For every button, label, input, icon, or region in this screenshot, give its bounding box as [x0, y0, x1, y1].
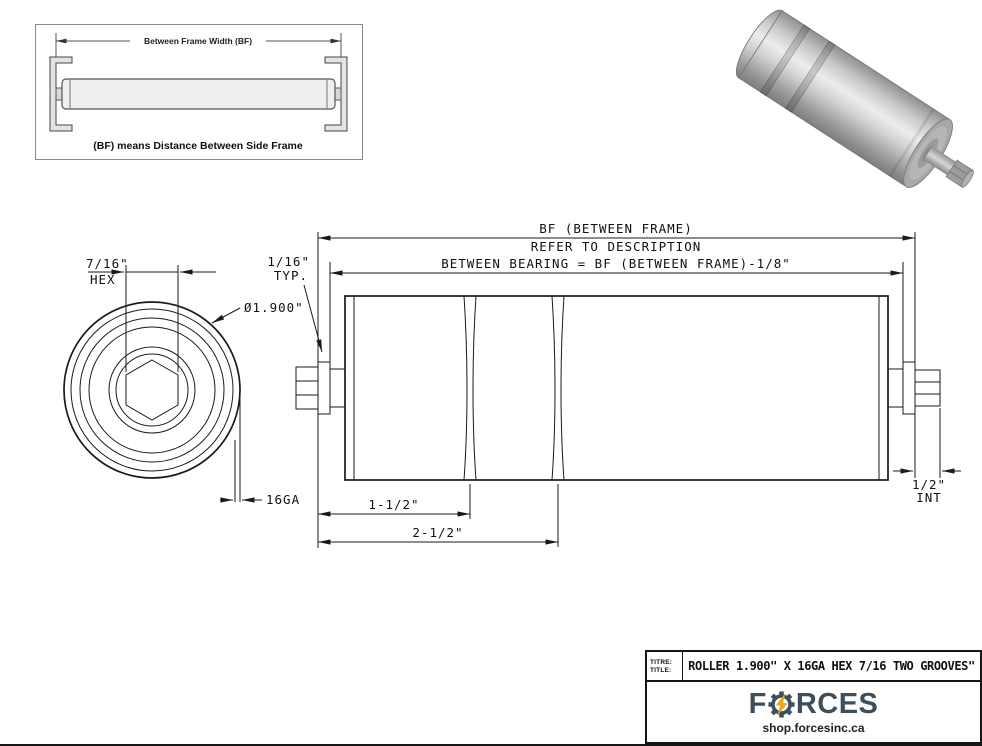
groove-2 [551, 295, 565, 481]
drawing-title: ROLLER 1.900" X 16GA HEX 7/16 TWO GROOVE… [688, 659, 975, 673]
brand-prefix: F [748, 687, 767, 720]
diameter-label: Ø1.900" [244, 300, 304, 315]
right-shaft [887, 361, 941, 415]
int-dimension: 1/2" INT [893, 408, 961, 505]
bf-legend-inset: Between Frame Width (BF) (BF) means Dist… [35, 24, 363, 160]
bf-dimension-inset: Between Frame Width (BF) [55, 33, 342, 57]
gear-ring [770, 693, 792, 715]
title-block: TITRE: TITLE: ROLLER 1.900" X 16GA HEX 7… [645, 650, 982, 744]
int-size-label: 1/2" [912, 477, 946, 492]
side-view: BF (BETWEEN FRAME) REFER TO DESCRIPTION … [267, 221, 961, 548]
left-shaft [295, 361, 346, 415]
bf-dimension: BF (BETWEEN FRAME) REFER TO DESCRIPTION [317, 221, 916, 548]
between-bearing-dimension: BETWEEN BEARING = BF (BETWEEN FRAME)-1/8… [329, 256, 904, 362]
int-word-label: INT [916, 490, 942, 505]
left-frame [49, 56, 73, 132]
roller-3d-render [735, 9, 974, 188]
website-url: shop.forcesinc.ca [762, 720, 865, 735]
hex-dimension: 7/16" HEX [86, 256, 216, 372]
gauge-callout: 16GA [220, 392, 300, 507]
bearing-housing-circle [88, 326, 216, 454]
bf-label-line1: BF (BETWEEN FRAME) [539, 221, 692, 236]
hex-bore [125, 359, 179, 421]
endcap-circle [79, 317, 225, 463]
end-view: 7/16" HEX Ø1.900" 16GA [63, 256, 304, 507]
between-bearing-label: BETWEEN BEARING = BF (BETWEEN FRAME)-1/8… [441, 256, 791, 271]
groove2-dim-label: 2-1/2" [412, 525, 463, 540]
bearing-inner-circle [115, 353, 189, 427]
brand-logo: F RCES [748, 687, 879, 720]
groove1-dimension: 1-1/2" [318, 484, 471, 519]
bf-legend-drawing: Between Frame Width (BF) (BF) means Dist… [49, 33, 348, 152]
title-label-column: TITRE: TITLE: [647, 652, 683, 680]
inset-dim-label: Between Frame Width (BF) [144, 36, 252, 46]
brand-suffix: RCES [795, 687, 879, 720]
lightning-bolt-icon [775, 692, 788, 716]
title-label-fr: TITRE: [650, 658, 673, 666]
inset-caption: (BF) means Distance Between Side Frame [93, 140, 303, 152]
roller-3d-group [735, 9, 974, 188]
gear-icon [768, 690, 795, 718]
bearing-outer-circle [108, 346, 196, 434]
logo-row: F RCES shop.f [647, 682, 980, 742]
hex-size-label: 7/16" [86, 256, 129, 271]
tube-outer-circle [63, 301, 241, 479]
gauge-label: 16GA [266, 492, 300, 507]
right-frame [324, 56, 348, 132]
roller-body [344, 295, 889, 481]
groove2-dimension: 2-1/2" [318, 484, 559, 547]
roller-3d-grooves [759, 24, 935, 177]
typ-size-label: 1/16" [267, 254, 310, 269]
inset-roller [55, 78, 342, 110]
groove1-dim-label: 1-1/2" [368, 497, 419, 512]
tube-inner-circle [70, 308, 234, 472]
hex-word-label: HEX [90, 272, 116, 287]
roller-3d-shaft [923, 146, 974, 188]
groove-1 [463, 295, 477, 481]
diameter-callout: Ø1.900" [211, 300, 304, 324]
bf-label-line2: REFER TO DESCRIPTION [531, 239, 702, 254]
side-frames [49, 56, 348, 132]
typ-callout: 1/16" TYP. [267, 254, 323, 353]
title-row: TITRE: TITLE: ROLLER 1.900" X 16GA HEX 7… [647, 652, 980, 682]
typ-word-label: TYP. [274, 268, 308, 283]
title-label-en: TITLE: [650, 666, 672, 674]
